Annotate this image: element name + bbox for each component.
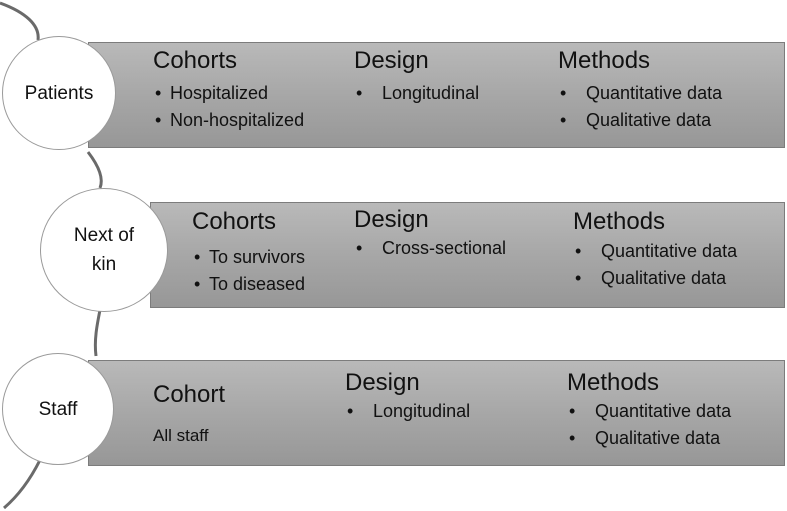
- patients-methods-list: Quantitative data Qualitative data: [558, 80, 722, 134]
- list-item: To diseased: [192, 271, 305, 298]
- next-of-kin-design-column: Design Cross-sectional: [354, 206, 506, 262]
- staff-circle: Staff: [2, 353, 114, 465]
- staff-label: Staff: [38, 398, 78, 420]
- next-of-kin-methods-column: Methods Quantitative data Qualitative da…: [573, 208, 737, 292]
- patients-design-title: Design: [354, 47, 429, 74]
- staff-design-title: Design: [345, 369, 420, 396]
- next-of-kin-cohorts-list: To survivors To diseased: [192, 244, 305, 298]
- patients-cohorts-list: Hospitalized Non-hospitalized: [153, 80, 304, 134]
- patients-cohorts-title: Cohorts: [153, 47, 238, 74]
- staff-cohort-title: Cohort: [153, 381, 226, 408]
- list-item: Longitudinal: [354, 80, 479, 107]
- next-of-kin-methods-title: Methods: [573, 208, 666, 235]
- patients-methods-title: Methods: [558, 47, 651, 74]
- next-of-kin-cohorts-title: Cohorts: [192, 208, 277, 235]
- next-of-kin-design-title: Design: [354, 206, 429, 233]
- staff-cohort-text: All staff: [153, 426, 209, 445]
- patients-design-column: Design Longitudinal: [354, 47, 479, 107]
- patients-circle: Patients: [2, 36, 116, 150]
- list-item: Quantitative data: [573, 238, 737, 265]
- staff-design-list: Longitudinal: [345, 398, 470, 425]
- next-of-kin-design-list: Cross-sectional: [354, 235, 506, 262]
- list-item: To survivors: [192, 244, 305, 271]
- list-item: Qualitative data: [567, 425, 731, 452]
- next-of-kin-circle: Next of kin: [40, 188, 168, 312]
- patients-label: Patients: [24, 82, 94, 104]
- list-item: Hospitalized: [153, 80, 304, 107]
- list-item: Qualitative data: [573, 265, 737, 292]
- next-of-kin-methods-list: Quantitative data Qualitative data: [573, 238, 737, 292]
- list-item: Cross-sectional: [354, 235, 506, 262]
- next-of-kin-label: Next of kin: [73, 225, 135, 275]
- staff-cohort-column: Cohort All staff: [153, 381, 225, 449]
- patients-design-list: Longitudinal: [354, 80, 479, 107]
- list-item: Qualitative data: [558, 107, 722, 134]
- next-of-kin-cohorts-column: Cohorts To survivors To diseased: [192, 208, 305, 298]
- list-item: Non-hospitalized: [153, 107, 304, 134]
- list-item: Longitudinal: [345, 398, 470, 425]
- list-item: Quantitative data: [558, 80, 722, 107]
- patients-methods-column: Methods Quantitative data Qualitative da…: [558, 47, 722, 134]
- list-item: Quantitative data: [567, 398, 731, 425]
- staff-methods-list: Quantitative data Qualitative data: [567, 398, 731, 452]
- staff-design-column: Design Longitudinal: [345, 369, 470, 425]
- staff-methods-column: Methods Quantitative data Qualitative da…: [567, 369, 731, 452]
- patients-cohorts-column: Cohorts Hospitalized Non-hospitalized: [153, 47, 304, 134]
- staff-methods-title: Methods: [567, 369, 660, 396]
